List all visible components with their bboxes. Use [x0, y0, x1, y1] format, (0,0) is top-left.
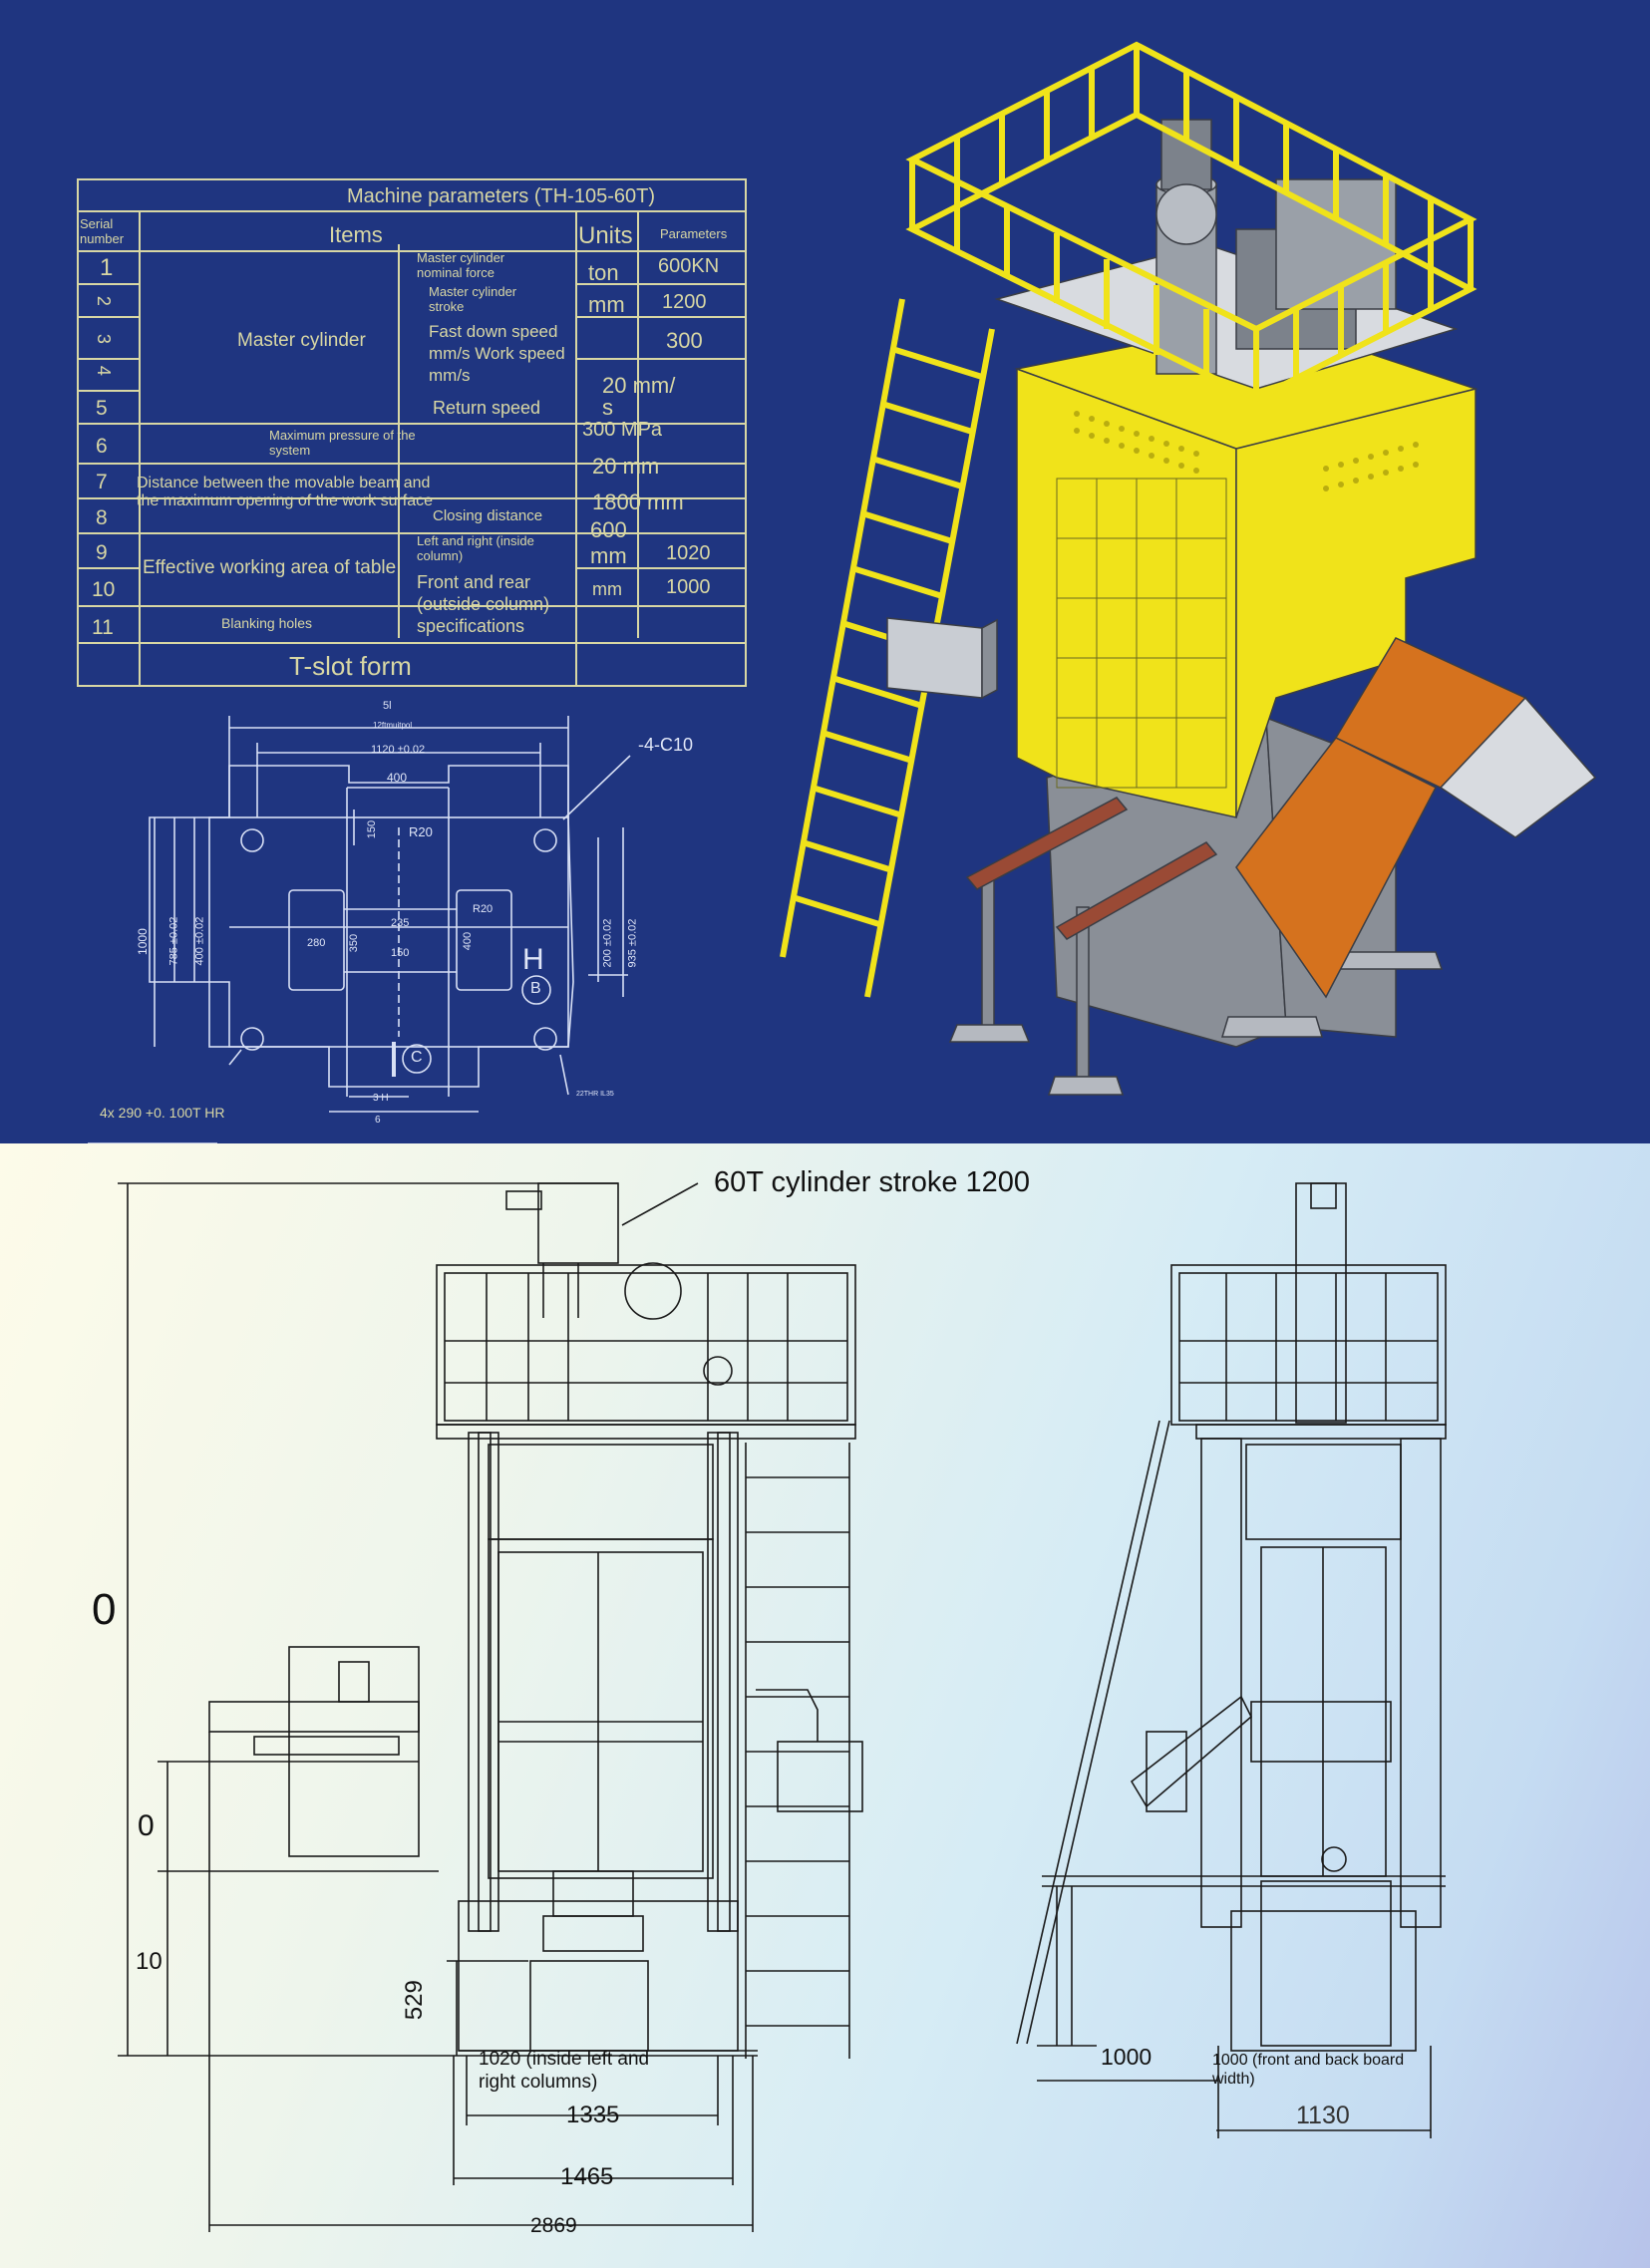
perforated-panel: [1074, 411, 1419, 491]
tslot-c10-label: -4-C10: [638, 735, 694, 755]
width-1335: 1335: [566, 2102, 620, 2128]
value-opening: 1800 mm: [592, 489, 684, 514]
items-header: Items: [329, 222, 383, 247]
tslot-top-dim-2: 12ftmuitpol: [373, 721, 413, 730]
max-pressure-item: Maximum pressure of the system: [269, 428, 416, 458]
width-2869: 2869: [530, 2214, 577, 2237]
control-box: [886, 617, 998, 700]
tslot-top-dim-1: 5l: [383, 700, 392, 712]
tslot-form-item: T-slot form: [289, 651, 412, 681]
inside-columns-note: 1020 (inside left and right columns): [479, 2049, 650, 2093]
width-1465: 1465: [560, 2163, 614, 2190]
unit-mm-2: mm: [590, 543, 627, 568]
elevation-drawings: [118, 1182, 1447, 2232]
front-rear-item: Front and rear (outside column) specific…: [417, 572, 550, 636]
tslot-top-dim-4: 400: [387, 771, 408, 785]
tslot-c-label: C: [411, 1049, 423, 1066]
serial-11: 11: [92, 616, 114, 639]
safety-grid: [1056, 478, 1227, 789]
value-fast: 300: [666, 328, 703, 353]
serial-header: Serial number: [80, 216, 125, 246]
serial-1: 1: [100, 254, 114, 281]
unit-ton: ton: [588, 260, 619, 285]
tslot-inner-dim-3: 280: [307, 937, 326, 949]
side-width-1000: 1000: [1101, 2044, 1153, 2070]
stroke-item: Master cylinder stroke: [429, 284, 517, 314]
tslot-r20-label: R20: [409, 824, 433, 839]
return-speed-item: Return speed: [433, 398, 541, 418]
board-width-note: 1000 (front and back board width): [1212, 2052, 1405, 2089]
unit-mm-1: mm: [588, 292, 625, 317]
value-return: 20 mm: [592, 454, 660, 479]
machine-3d-render: [780, 41, 1597, 1096]
dim-ten: 10: [136, 1948, 163, 1975]
tslot-bottom-dim-2: 6: [375, 1115, 381, 1126]
value-stroke: 1200: [662, 291, 707, 313]
tslot-hole-note: 4x 290 +0. 100T HR: [100, 1105, 225, 1121]
unit-mm-3: mm: [592, 579, 622, 599]
chute: [1235, 637, 1597, 999]
distance-item: Distance between the movable beam and th…: [137, 475, 434, 510]
units-header: Units: [578, 222, 633, 249]
serial-7: 7: [96, 471, 108, 493]
tslot-h-label: H: [522, 943, 544, 976]
serial-6: 6: [96, 435, 108, 458]
params-title: Machine parameters (TH-105-60T): [347, 185, 655, 207]
tslot-b-label: B: [530, 980, 541, 997]
tslot-inner-dim-5: 150: [391, 947, 410, 959]
height-dim-large: 0: [92, 1585, 117, 1634]
left-right-item: Left and right (inside column): [417, 533, 534, 563]
value-left-right: 1020: [666, 542, 711, 564]
cylinder-callout: 60T cylinder stroke 1200: [714, 1166, 1031, 1198]
effective-area-item: Effective working area of table: [143, 557, 397, 578]
fast-down-item: Fast down speed mm/s Work speed mm/s: [429, 322, 565, 386]
serial-5: 5: [96, 397, 108, 420]
tslot-bottom-dim-1: 3 H: [373, 1093, 389, 1104]
nominal-force-item: Master cylinder nominal force: [417, 250, 505, 280]
tslot-top-dim-3: 1120 ±0.02: [371, 744, 426, 756]
tslot-inner-dim-2: 235: [391, 917, 410, 929]
guard-rail: [905, 41, 1478, 403]
side-width-1130: 1130: [1296, 2102, 1350, 2129]
serial-10: 10: [92, 578, 116, 601]
parameters-header: Parameters: [660, 226, 728, 241]
tslot-thr-note: 22THR IL35: [576, 1091, 614, 1098]
serial-8: 8: [96, 506, 108, 529]
parameter-table-grid: [77, 178, 747, 687]
master-cylinder-label: Master cylinder: [237, 330, 366, 351]
value-work: 20 mm/ s: [602, 373, 676, 420]
blanking-item: Blanking holes: [221, 615, 313, 631]
conveyor: [965, 797, 1218, 940]
tslot-inner-dim-6: R20: [473, 903, 494, 915]
tslot-drawing: [88, 716, 631, 1143]
serial-9: 9: [96, 541, 108, 564]
value-closing: 600: [590, 517, 627, 542]
dim-zero: 0: [138, 1809, 155, 1842]
value-pressure: 300 MPa: [582, 419, 663, 441]
closing-distance-item: Closing distance: [433, 507, 543, 524]
value-front-rear: 1000: [666, 576, 711, 598]
dim-529: 529: [400, 1980, 428, 2021]
top-panel: Machine parameters (TH-105-60T) Serial n…: [0, 0, 1650, 1143]
bottom-panel: 60T cylinder stroke 1200 0 0 10 529 1020…: [0, 1143, 1650, 2268]
value-force: 600KN: [658, 255, 720, 277]
